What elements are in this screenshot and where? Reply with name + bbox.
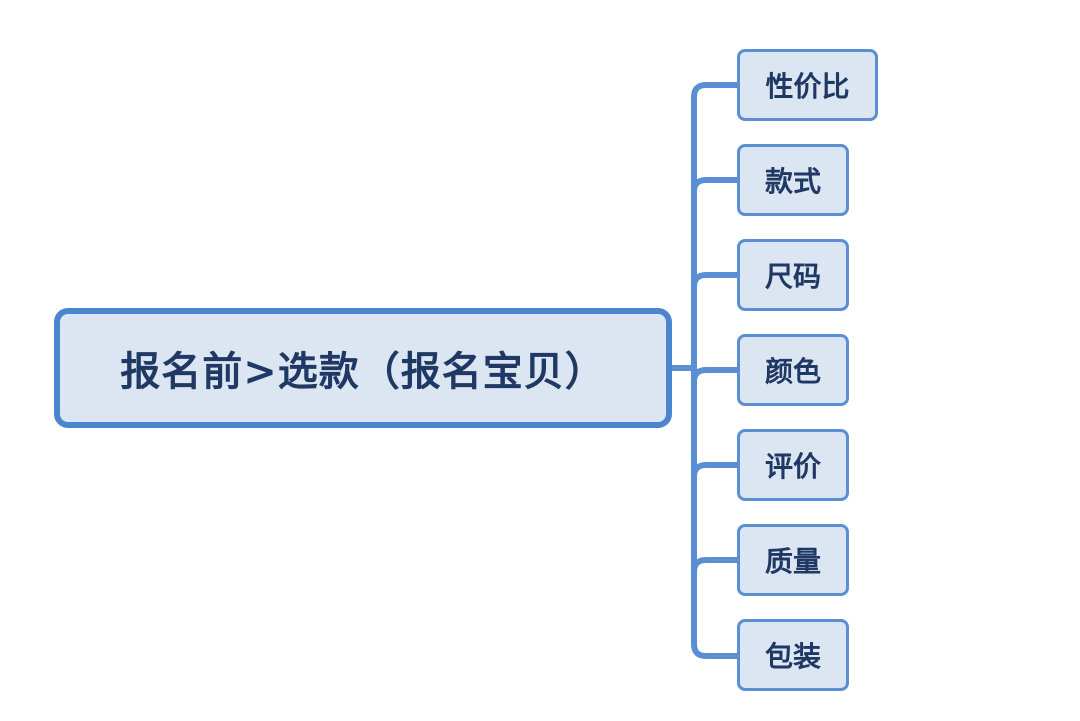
child-node-quality: 质量 <box>737 524 849 596</box>
child-label: 性价比 <box>765 70 850 103</box>
child-label: 颜色 <box>764 355 821 388</box>
child-node-style: 款式 <box>737 144 849 216</box>
child-node-reviews: 评价 <box>737 429 849 501</box>
child-node-packaging: 包装 <box>737 619 849 691</box>
branch-line <box>691 367 740 385</box>
root-label: 报名前>选款（报名宝贝） <box>120 349 606 395</box>
child-node-value-ratio: 性价比 <box>737 49 878 121</box>
branch-line <box>691 557 740 575</box>
root-node: 报名前>选款（报名宝贝） <box>54 308 672 428</box>
child-label: 尺码 <box>764 260 821 293</box>
child-label: 款式 <box>764 165 821 198</box>
branch-lines <box>691 177 740 575</box>
child-label: 评价 <box>764 450 821 483</box>
trunk-line <box>691 82 740 659</box>
branch-line <box>691 272 740 290</box>
branch-line <box>691 462 740 480</box>
child-label: 包装 <box>764 640 821 673</box>
child-label: 质量 <box>764 545 821 578</box>
child-node-size: 尺码 <box>737 239 849 311</box>
branch-line <box>691 177 740 195</box>
child-node-color: 颜色 <box>737 334 849 406</box>
